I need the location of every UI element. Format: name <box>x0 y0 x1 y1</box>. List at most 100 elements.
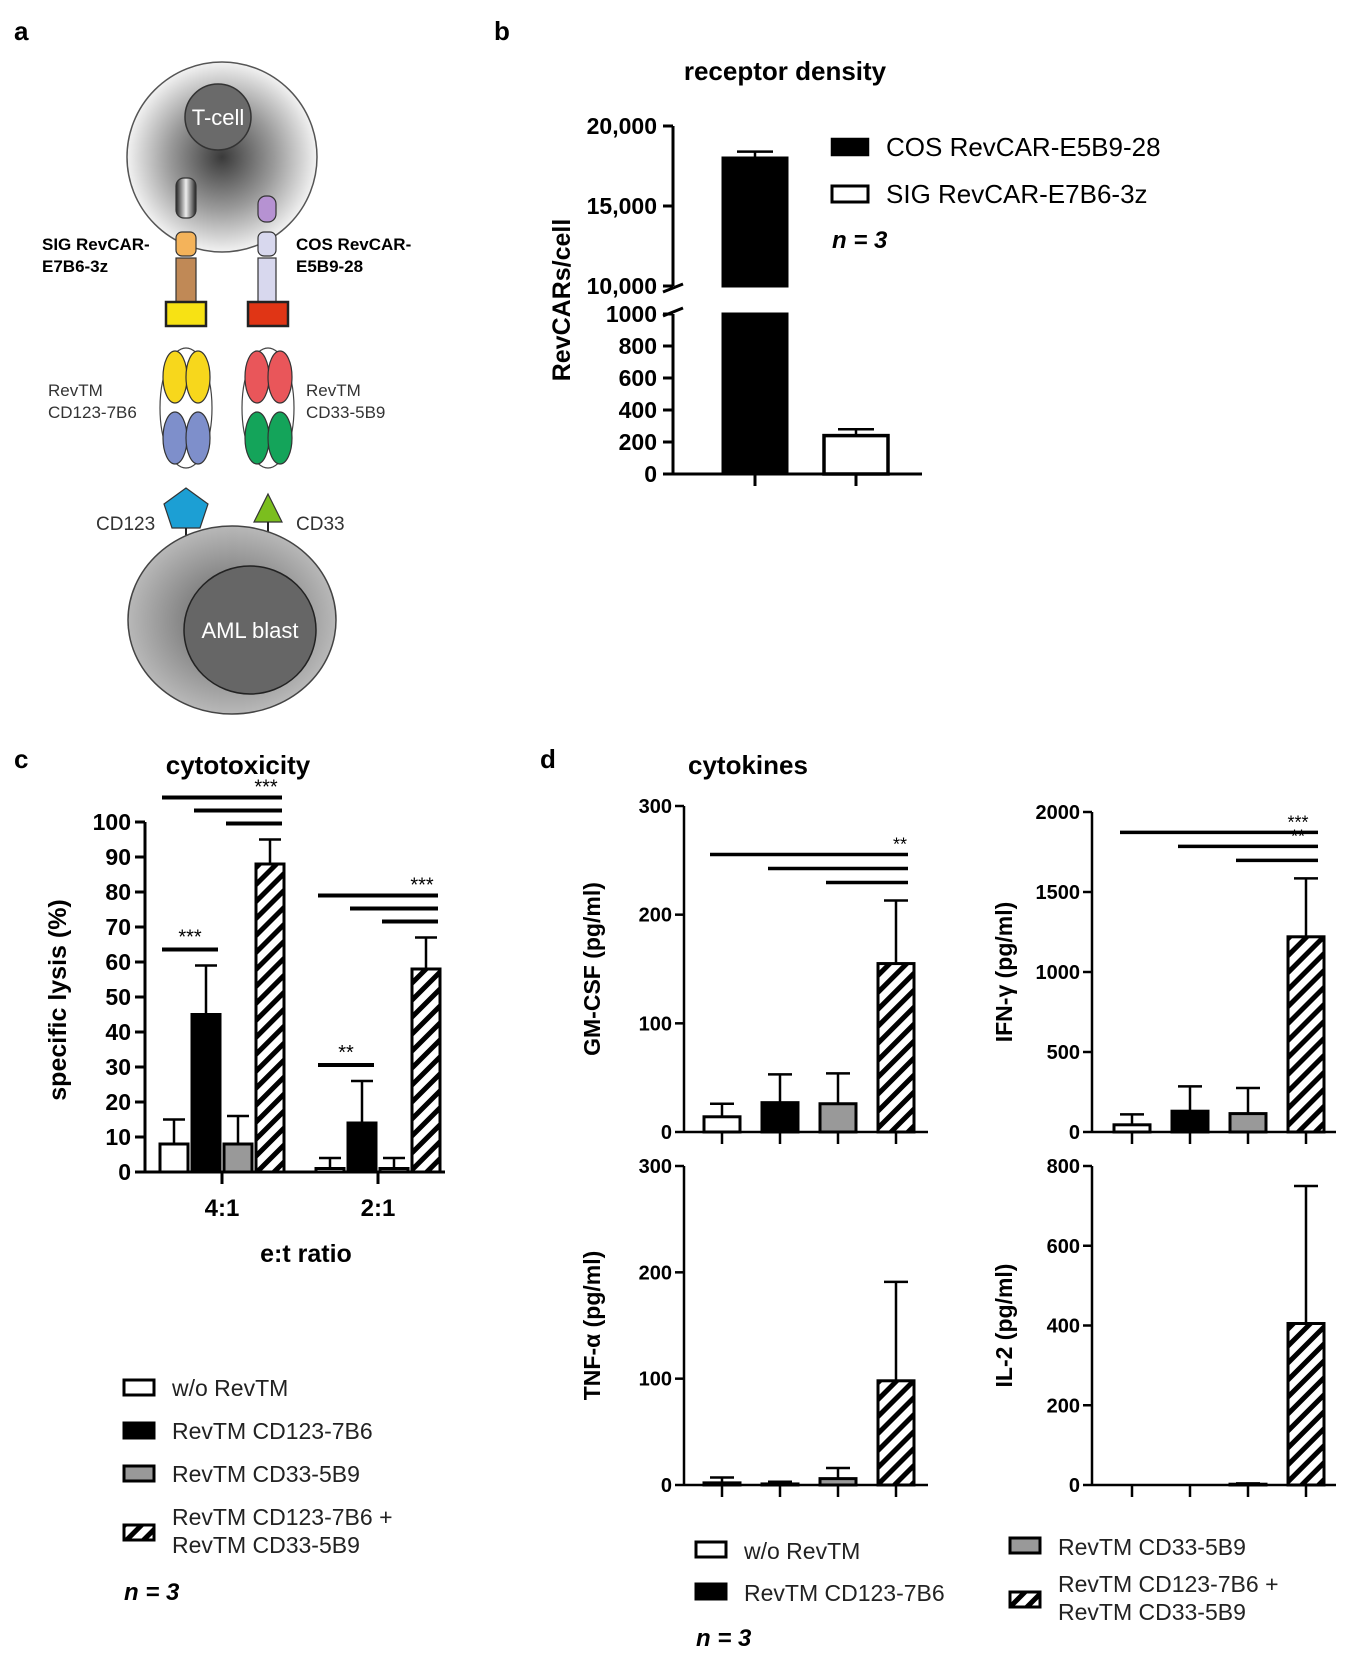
revtm-left-top-b <box>185 350 211 404</box>
bar-c-1-3 <box>410 967 442 1174</box>
tick-label-c-y-3: 30 <box>105 1054 131 1080</box>
tick-label-d1-y-3: 1500 <box>1036 882 1081 904</box>
cos-label-1: COS RevCAR- <box>296 235 411 254</box>
bar-d2-1 <box>760 1482 800 1487</box>
bar-d3-3 <box>1286 1322 1326 1487</box>
legend-d-swatch-1 <box>694 1540 728 1559</box>
legend-d-note: n = 3 <box>696 1625 752 1652</box>
sig-signal-domain <box>175 177 197 219</box>
tick-label-d3-y-0: 0 <box>1069 1475 1080 1497</box>
sig-label-c-1-pair: ** <box>338 1042 354 1064</box>
sig-label-c-0-pair: *** <box>178 927 202 949</box>
axis-b-break-upper <box>662 282 684 294</box>
tick-label-d0-y-2: 200 <box>639 905 672 927</box>
legend-d-swatch-4 <box>1008 1590 1042 1609</box>
legend-d-label-5: RevTM CD33-5B9 <box>1058 1599 1246 1625</box>
revtm-left-label-1: RevTM <box>48 381 103 400</box>
bar-d0-2 <box>818 1102 858 1134</box>
bar-b-1 <box>822 433 890 476</box>
revtm-right-bottom-a <box>244 411 270 465</box>
revtm-left-bottom-a <box>162 411 188 465</box>
cos-tm <box>257 257 277 303</box>
tick-label-c-y-4: 40 <box>105 1019 131 1045</box>
tick-label-d3-y-3: 600 <box>1047 1236 1080 1258</box>
bar-c-0-1 <box>190 1013 222 1174</box>
tick-label-b-lower-4: 800 <box>619 333 657 359</box>
sig-label-2: E7B6-3z <box>42 257 108 276</box>
tick-label-c-y-10: 100 <box>93 809 131 835</box>
legend-d-label-2: RevTM CD123-7B6 <box>744 1580 945 1606</box>
bar-d0-0 <box>702 1115 742 1134</box>
bar-c-1-1 <box>346 1121 378 1174</box>
cd33-label: CD33 <box>296 514 345 535</box>
panel-letter-c: c <box>14 744 28 774</box>
bar-d1-2 <box>1228 1112 1268 1134</box>
bar-d1-3 <box>1286 935 1326 1134</box>
sig-label-d1-0: *** <box>1287 812 1308 832</box>
chart-c-title: cytotoxicity <box>166 750 311 780</box>
revtm-right-bottom-b <box>267 411 293 465</box>
axis-d0-ylabel: GM-CSF (pg/ml) <box>579 882 605 1056</box>
legend-b-label-1: COS RevCAR-E5B9-28 <box>886 132 1161 162</box>
panel-b-chart: b receptor density 0200400600800100010,0… <box>494 16 1161 487</box>
legend-d-label-4: RevTM CD123-7B6 + <box>1058 1571 1279 1597</box>
bar-d2-0 <box>702 1481 742 1487</box>
bar-d0-1 <box>760 1101 800 1134</box>
legend-d-label-1: w/o RevTM <box>743 1538 860 1564</box>
sig-label-c-0-main: *** <box>254 777 278 799</box>
sig-label-d1-1: ** <box>1291 826 1305 846</box>
cos-tag <box>246 300 290 328</box>
legend-d-swatch-3 <box>1008 1536 1042 1555</box>
revtm-right-label-2: CD33-5B9 <box>306 403 385 422</box>
legend-b-swatch-1 <box>830 137 870 157</box>
cos-label-2: E5B9-28 <box>296 257 363 276</box>
revtm-right-top-a <box>244 350 270 404</box>
sig-tm <box>175 257 197 303</box>
tick-label-c-y-0: 0 <box>118 1159 131 1185</box>
tick-label-d1-y-4: 2000 <box>1036 802 1081 824</box>
tick-label-b-upper-1: 15,000 <box>587 193 657 219</box>
cos-signal-domain <box>257 195 277 223</box>
legend-c-label-5: RevTM CD33-5B9 <box>172 1532 360 1558</box>
legend-c-swatch-4 <box>122 1523 156 1542</box>
revtm-left-bottom-b <box>185 411 211 465</box>
chart-b-title: receptor density <box>684 56 887 86</box>
revtm-right-label-1: RevTM <box>306 381 361 400</box>
tick-label-c-y-7: 70 <box>105 914 131 940</box>
chart-b-marks: 0200400600800100010,00015,00020,000RevCA… <box>548 113 922 487</box>
tick-label-b-upper-0: 10,000 <box>587 273 657 299</box>
bar-d1-1 <box>1170 1109 1210 1134</box>
tick-label-d1-y-0: 0 <box>1069 1122 1080 1144</box>
axis-d2-ylabel: TNF-α (pg/ml) <box>579 1251 605 1401</box>
bar-c-1-2 <box>378 1167 410 1174</box>
legend-c-label-3: RevTM CD33-5B9 <box>172 1461 360 1487</box>
revtm-left-label-2: CD123-7B6 <box>48 403 137 422</box>
bar-d0-3 <box>876 962 916 1134</box>
bar-d2-2 <box>818 1477 858 1487</box>
tick-label-c-x-1: 2:1 <box>361 1195 396 1222</box>
cd123-pentagon-icon <box>163 487 209 529</box>
legend-c-label-1: w/o RevTM <box>171 1375 288 1401</box>
aml-blast-nucleus <box>183 565 317 695</box>
panel-letter-d: d <box>540 744 556 774</box>
panel-a-schematic: a T-cell SIG RevCAR- E7B6-3z COS RevCAR-… <box>14 16 411 715</box>
revtm-left-top-a <box>162 350 188 404</box>
chart-c-xlabel: e:t ratio <box>260 1240 352 1268</box>
axis-d3-ylabel: IL-2 (pg/ml) <box>991 1264 1017 1388</box>
sig-hinge <box>175 231 197 257</box>
tick-label-c-y-8: 80 <box>105 879 131 905</box>
legend-c-swatch-1 <box>122 1378 156 1397</box>
tick-label-c-y-9: 90 <box>105 844 131 870</box>
tick-label-c-y-2: 20 <box>105 1089 131 1115</box>
legend-c-label-2: RevTM CD123-7B6 <box>172 1418 373 1444</box>
tick-label-d2-y-0: 0 <box>661 1475 672 1497</box>
legend-c-swatch-3 <box>122 1464 156 1483</box>
tick-label-c-x-0: 4:1 <box>205 1195 240 1222</box>
tick-label-b-lower-0: 0 <box>644 461 657 487</box>
bar-d1-0 <box>1112 1123 1152 1134</box>
tick-label-d1-y-1: 500 <box>1047 1042 1080 1064</box>
